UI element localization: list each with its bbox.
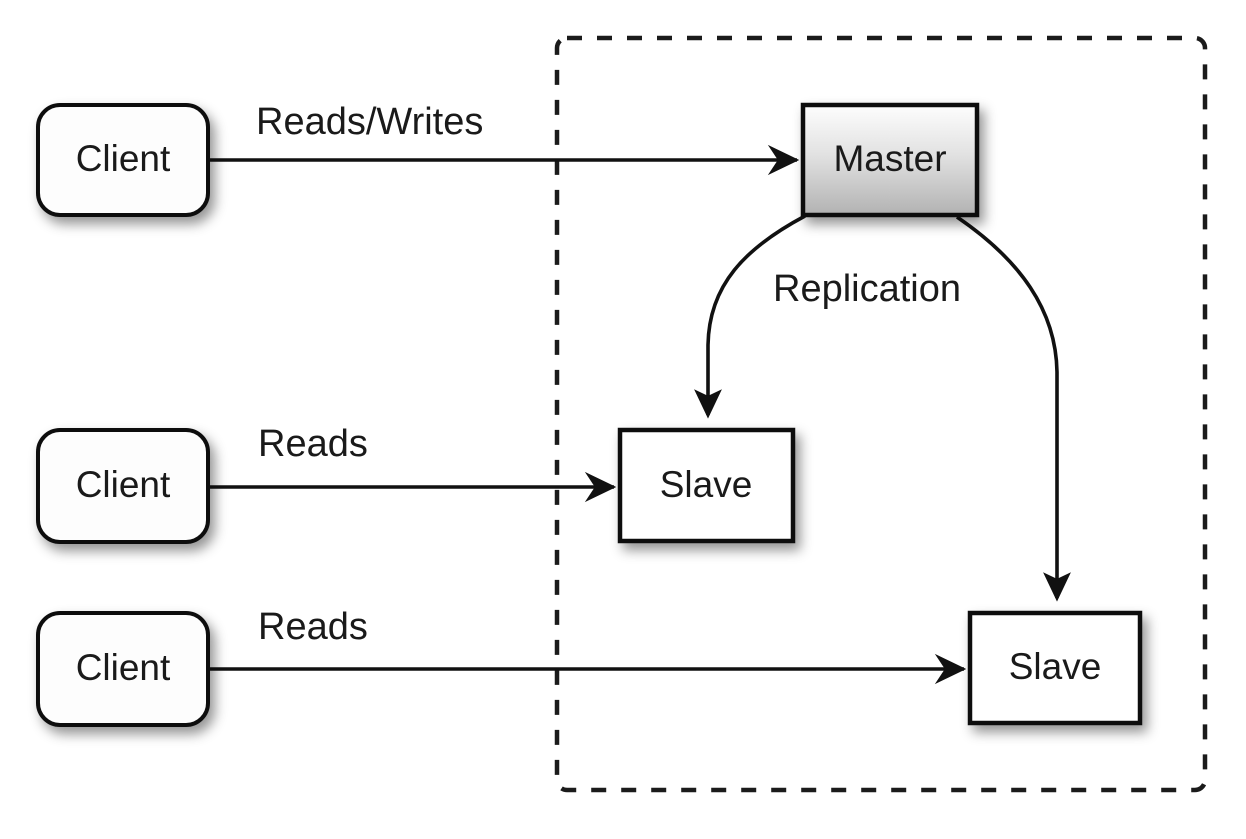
edge-label-reads-slave1: Reads xyxy=(258,423,368,465)
node-client-1[interactable]: Client xyxy=(36,103,210,217)
node-master-label: Master xyxy=(833,138,946,179)
node-client-3-label: Client xyxy=(76,647,171,688)
node-master[interactable]: Master xyxy=(800,102,980,218)
node-client-2[interactable]: Client xyxy=(36,428,210,544)
edge-label-replication: Replication xyxy=(773,268,961,310)
database-cluster-boundary xyxy=(554,35,1208,793)
node-slave-1[interactable]: Slave xyxy=(617,427,796,544)
node-client-2-label: Client xyxy=(76,464,171,505)
node-client-1-label: Client xyxy=(76,138,171,179)
edge-label-reads-writes: Reads/Writes xyxy=(256,101,483,143)
node-slave-1-label: Slave xyxy=(660,464,753,505)
edge-master-slave2 xyxy=(955,215,1071,602)
edge-master-slave1 xyxy=(694,214,806,419)
node-client-3[interactable]: Client xyxy=(36,611,210,727)
node-slave-2-label: Slave xyxy=(1009,646,1102,687)
edge-label-reads-slave2: Reads xyxy=(258,606,368,648)
node-slave-2[interactable]: Slave xyxy=(967,610,1143,726)
